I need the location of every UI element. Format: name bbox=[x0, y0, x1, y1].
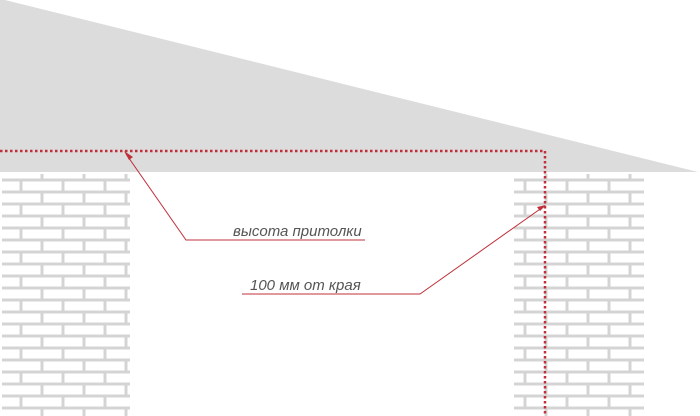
offset-arrowhead bbox=[537, 205, 546, 211]
roof-slab bbox=[0, 0, 698, 172]
lintel-height-guide bbox=[0, 149, 547, 416]
lintel-height-label: высота притолки bbox=[233, 223, 362, 240]
offset-from-edge-label: 100 мм от края bbox=[250, 277, 361, 294]
lintel-height-arrowhead bbox=[124, 151, 133, 160]
offset-leader bbox=[242, 206, 544, 295]
lintel-height-leader bbox=[125, 153, 365, 241]
right-brick-pillar bbox=[514, 174, 644, 416]
left-brick-pillar bbox=[2, 174, 130, 416]
